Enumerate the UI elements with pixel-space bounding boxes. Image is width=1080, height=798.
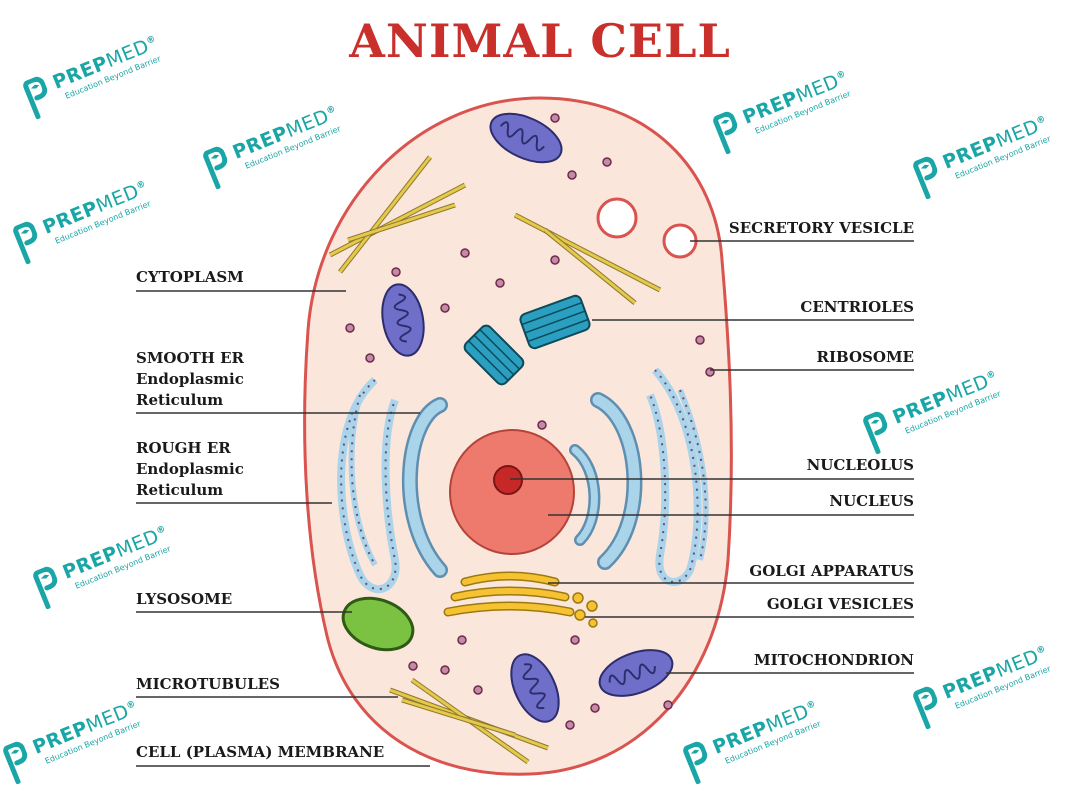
- ribosome-dots: [345, 113, 715, 730]
- label-nucleus: NUCLEUS: [829, 492, 914, 510]
- label-secretory-vesicle: SECRETORY VESICLE: [728, 219, 914, 237]
- prepmed-logo-icon: [23, 76, 48, 120]
- prepmed-watermark: PREPMED® Education Beyond Barrier: [29, 507, 200, 623]
- prepmed-watermark: PREPMED® Education Beyond Barrier: [679, 682, 850, 798]
- label-rough-er: ROUGH ER Endoplasmic Reticulum: [136, 439, 244, 499]
- prepmed-logo-icon: [683, 741, 708, 785]
- secretory-vesicle-shape: [596, 197, 698, 259]
- label-mitochondrion: MITOCHONDRION: [753, 651, 914, 669]
- golgi-vesicle-shapes: [572, 592, 598, 628]
- microtubules-bottom: [389, 677, 549, 765]
- rough-er-shapes: [337, 367, 709, 594]
- prepmed-watermark: PREPMED® Education Beyond Barrier: [0, 682, 170, 798]
- label-ribosome: RIBOSOME: [816, 348, 914, 366]
- prepmed-logo-icon: [713, 111, 738, 155]
- leader-lines: [136, 240, 914, 767]
- prepmed-logo-icon: [33, 566, 58, 610]
- nucleus-shape: [449, 429, 575, 555]
- prepmed-watermark: PREPMED® Education Beyond Barrier: [859, 352, 1030, 468]
- label-microtubules: MICROTUBULES: [136, 675, 280, 693]
- prepmed-logo-icon: [3, 741, 28, 785]
- label-centrioles: CENTRIOLES: [800, 298, 914, 316]
- label-golgi-apparatus: GOLGI APPARATUS: [749, 562, 914, 580]
- prepmed-logo-icon: [863, 411, 888, 455]
- golgi-apparatus-shape: [443, 571, 575, 617]
- label-lysosome: LYSOSOME: [136, 590, 233, 608]
- label-nucleolus: NUCLEOLUS: [806, 456, 914, 474]
- prepmed-logo-icon: [203, 146, 228, 190]
- diagram-title: ANIMAL CELL: [349, 14, 731, 68]
- label-golgi-vesicles: GOLGI VESICLES: [766, 595, 914, 613]
- prepmed-watermark: PREPMED® Education Beyond Barrier: [199, 87, 370, 203]
- prepmed-logo-icon: [913, 156, 938, 200]
- prepmed-logo-icon: [13, 221, 38, 265]
- label-cytoplasm: CYTOPLASM: [136, 268, 244, 286]
- prepmed-watermark: PREPMED® Education Beyond Barrier: [19, 17, 190, 133]
- smooth-er-shapes: [401, 392, 643, 578]
- label-smooth-er: SMOOTH ER Endoplasmic Reticulum: [136, 349, 245, 409]
- centriole-shapes: [463, 294, 591, 386]
- prepmed-watermark: PREPMED® Education Beyond Barrier: [709, 52, 880, 168]
- prepmed-watermark: PREPMED® Education Beyond Barrier: [909, 97, 1080, 213]
- mitochondrion-shapes: [381, 112, 674, 723]
- microtubules-top: [328, 155, 662, 305]
- prepmed-watermark: PREPMED® Education Beyond Barrier: [909, 627, 1080, 743]
- label-cell-membrane: CELL (PLASMA) MEMBRANE: [136, 743, 385, 761]
- prepmed-logo-icon: [913, 686, 938, 730]
- prepmed-watermark: PREPMED® Education Beyond Barrier: [9, 162, 180, 278]
